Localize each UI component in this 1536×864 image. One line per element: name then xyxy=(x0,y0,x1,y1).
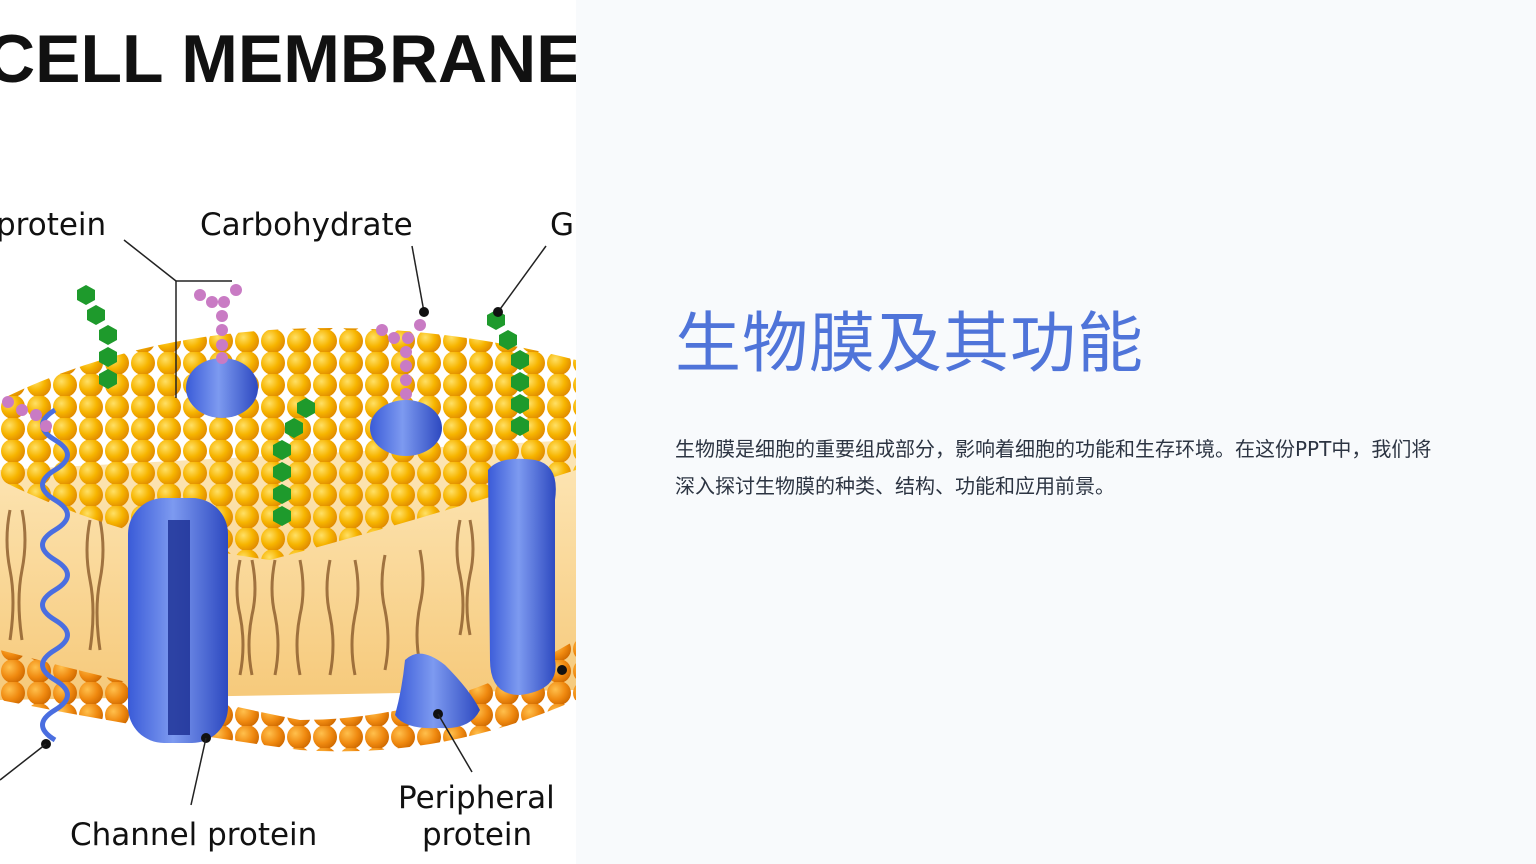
label-glycoprotein: Glycoprotein xyxy=(0,207,106,243)
carbohydrate-chain-pink xyxy=(2,284,426,432)
label-peripheral-protein-line2: protein xyxy=(422,817,532,853)
slide-description: 生物膜是细胞的重要组成部分，影响着细胞的功能和生存环境。在这份PPT中，我们将深… xyxy=(675,437,1432,498)
cell-membrane-illustration: CELL MEMBRANE xyxy=(0,0,576,864)
transmembrane-helix xyxy=(40,407,70,743)
label-channel-protein: Channel protein xyxy=(70,817,317,853)
carbohydrate-chain-green xyxy=(77,285,529,526)
slide-content: 生物膜及其功能 生物膜是细胞的重要组成部分，影响着细胞的功能和生存环境。在这份P… xyxy=(675,0,1455,864)
illustration-heading: CELL MEMBRANE xyxy=(0,21,576,97)
label-peripheral-protein-line1: Peripheral xyxy=(398,780,555,816)
integral-protein-right xyxy=(488,458,556,695)
peripheral-protein xyxy=(395,653,480,729)
slide-title: 生物膜及其功能 xyxy=(675,305,1144,382)
glycoprotein-dome-1 xyxy=(186,358,258,418)
label-carbohydrate: Carbohydrate xyxy=(200,207,413,243)
label-glycolipid: Glycolipid xyxy=(550,207,576,243)
glycoprotein-dome-2 xyxy=(370,400,442,456)
